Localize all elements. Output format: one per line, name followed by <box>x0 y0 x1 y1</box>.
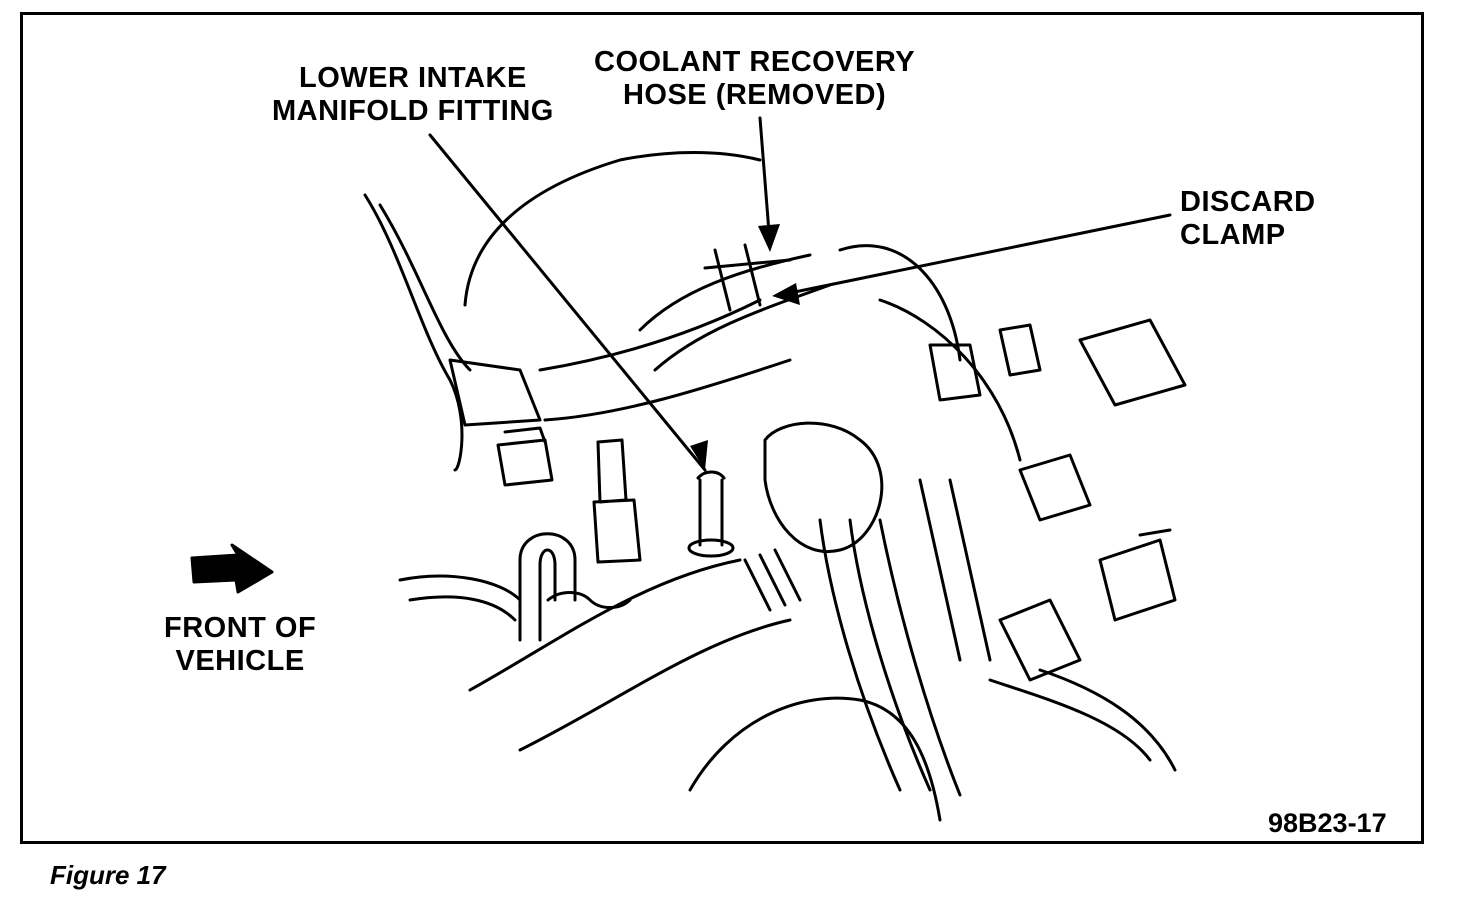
label-line: VEHICLE <box>175 645 305 677</box>
label-discard-clamp: DISCARD CLAMP <box>1180 186 1316 252</box>
leader-lower-intake <box>428 133 707 472</box>
figure-id: 98B23-17 <box>1268 808 1387 838</box>
manifold-fitting <box>696 470 726 547</box>
bolt <box>496 426 554 487</box>
left-base-contour <box>398 574 522 622</box>
lower-hose-coils <box>743 548 802 612</box>
harness-tape <box>448 358 542 427</box>
sensor <box>592 438 642 564</box>
label-lower-intake-manifold-fitting: LOWER INTAKE MANIFOLD FITTING <box>272 62 554 128</box>
label-line: LOWER INTAKE <box>299 62 527 94</box>
lower-hose <box>468 558 792 752</box>
label-line: COOLANT RECOVERY <box>594 46 916 78</box>
connector-2 <box>1078 318 1187 407</box>
connector-3 <box>1018 453 1092 522</box>
lower-cover <box>688 696 942 822</box>
spring-clamp <box>546 591 632 609</box>
arrowhead-lower-intake <box>690 440 708 470</box>
u-tube <box>518 532 577 642</box>
label-front-of-vehicle: FRONT OF VEHICLE <box>164 612 316 678</box>
connector-1 <box>928 323 1042 402</box>
label-line: HOSE (REMOVED) <box>622 79 887 111</box>
label-line: FRONT OF <box>164 612 317 644</box>
figure-frame <box>20 12 1424 844</box>
label-line: DISCARD <box>1180 186 1316 218</box>
arrowhead-discard-clamp <box>772 283 800 305</box>
front-arrow-shape <box>190 543 274 594</box>
label-line: MANIFOLD FITTING <box>272 95 554 127</box>
left-harness-wire <box>363 193 464 472</box>
harness-body <box>538 298 792 422</box>
arrowhead-coolant-hose <box>758 224 780 252</box>
hose-clamp <box>703 243 792 312</box>
connector-5 <box>998 598 1082 682</box>
label-line: CLAMP <box>1180 219 1286 251</box>
right-hoses <box>838 244 1022 662</box>
leader-coolant-hose <box>758 116 772 247</box>
figure-caption: Figure 17 <box>50 860 166 890</box>
lower-right-hose <box>988 668 1177 772</box>
connector-4 <box>1098 528 1177 622</box>
left-harness-wire-2 <box>378 203 472 372</box>
label-coolant-recovery-hose: COOLANT RECOVERY HOSE (REMOVED) <box>594 46 915 112</box>
leader-discard-clamp <box>778 213 1172 297</box>
wiring-bundle <box>818 518 962 797</box>
upper-harness-curve <box>463 151 762 307</box>
throttle-body <box>763 421 884 553</box>
